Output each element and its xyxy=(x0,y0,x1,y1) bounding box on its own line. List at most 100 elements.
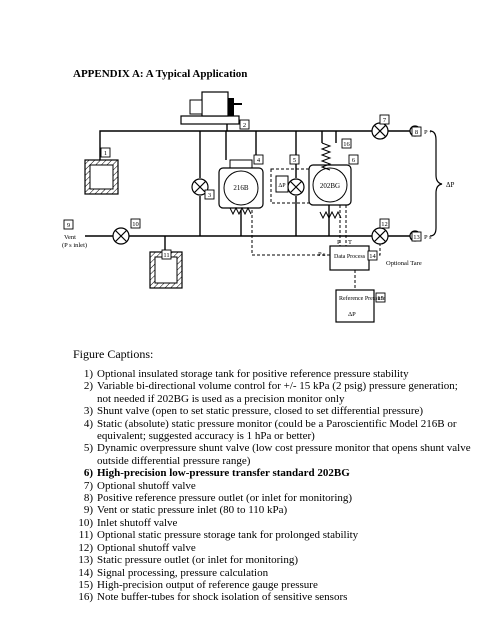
caption-text: Note buffer-tubes for shock isolation of… xyxy=(97,591,348,604)
marker-15 xyxy=(375,292,386,303)
caption-number: 8) xyxy=(83,492,93,505)
caption-item: 16)Note buffer-tubes for shock isolation… xyxy=(73,591,473,603)
caption-item: 4) Static (absolute) static pressure moni… xyxy=(73,418,473,443)
valve-7 xyxy=(371,122,389,140)
optional-tare-label: Optional Tare xyxy=(386,260,422,267)
marker-5-label: 5 xyxy=(293,157,296,164)
caption-number: 10) xyxy=(78,516,93,529)
marker-9 xyxy=(63,219,74,230)
marker-14-label: 14 xyxy=(369,253,376,260)
caption-item: 14) Signal processing, pressure calculati… xyxy=(73,567,473,579)
marker-13-label: 13 xyxy=(413,234,420,241)
marker-15-label: 15 xyxy=(377,295,384,302)
caption-text: High-precision output of reference gauge… xyxy=(97,578,318,591)
gauge-202BG-label: 202BG xyxy=(320,182,340,190)
data-process-label: Data Process xyxy=(334,254,366,260)
vent-label-line2: (P s inlet) xyxy=(62,242,87,249)
marker-11-label: 11 xyxy=(163,252,169,259)
marker-2 xyxy=(239,119,250,130)
caption-text: Optional shutoff valve xyxy=(97,479,196,492)
caption-number: 3) xyxy=(83,405,93,418)
volume-controller xyxy=(180,91,242,125)
caption-item: 7) Optional shutoff valve xyxy=(73,480,473,492)
marker-4 xyxy=(253,154,264,165)
caption-item: 6) High-precision low-pressure transfer s… xyxy=(73,467,473,479)
marker-7-label: 7 xyxy=(383,117,387,124)
caption-text: Shunt valve (open to set static pressure… xyxy=(97,405,424,418)
captions-title: Figure Captions: xyxy=(73,347,154,361)
marker-7 xyxy=(379,114,390,125)
marker-3-label: 3 xyxy=(208,192,211,199)
gauge-216B xyxy=(218,159,264,216)
appendix-heading: APPENDIX A: A Typical Application xyxy=(73,68,247,80)
gauge-202BG xyxy=(308,142,352,220)
caption-item: 2) Variable bi-directional volume control… xyxy=(73,380,473,405)
caption-item: 8) Positive reference pressure outlet (or… xyxy=(73,492,473,504)
caption-text: Optional static pressure storage tank fo… xyxy=(97,529,359,542)
caption-number: 13) xyxy=(78,554,93,567)
p-label: P xyxy=(337,239,341,246)
p-plus-label: P + xyxy=(424,129,433,136)
caption-number: 4) xyxy=(83,417,93,430)
appendix-label: APPENDIX A xyxy=(73,68,140,80)
caption-number: 11) xyxy=(78,529,93,542)
caption-text: Variable bi-directional volume control f… xyxy=(97,380,458,405)
caption-item: 9) Vent or static pressure inlet (80 to 1… xyxy=(73,504,473,516)
marker-11 xyxy=(161,249,172,260)
caption-number: 6) xyxy=(83,467,93,480)
marker-5 xyxy=(289,154,300,165)
insulated-tank-1 xyxy=(84,159,119,195)
caption-number: 2) xyxy=(83,380,93,393)
marker-10 xyxy=(130,218,141,229)
caption-text: Optional shutoff valve xyxy=(97,541,196,554)
caption-item: 15) High-precision output of reference ga… xyxy=(73,579,473,591)
p-minus-label: P s xyxy=(424,234,432,241)
caption-number: 15) xyxy=(78,578,93,591)
marker-1-label: 1 xyxy=(104,150,107,157)
marker-6 xyxy=(348,154,359,165)
marker-4-label: 4 xyxy=(257,157,261,164)
caption-text: Optional insulated storage tank for posi… xyxy=(97,368,409,380)
reference-pressure-box xyxy=(335,289,375,323)
appendix-title: : A Typical Application xyxy=(139,68,248,80)
caption-text: Vent or static pressure inlet (80 to 110… xyxy=(97,504,288,517)
gauge-216B-label: 216B xyxy=(233,184,249,192)
caption-item: 3) Shunt valve (open to set static pressu… xyxy=(73,405,473,417)
marker-16-label: 16 xyxy=(343,141,350,148)
valve-12 xyxy=(371,227,389,245)
valve-10 xyxy=(112,227,130,245)
marker-8-label: 8 xyxy=(415,129,418,136)
marker-9-label: 9 xyxy=(67,222,70,229)
vent-label-line1: Vent xyxy=(64,234,76,241)
marker-6-label: 6 xyxy=(352,157,356,164)
marker-13 xyxy=(411,231,422,242)
caption-number: 12) xyxy=(78,541,93,554)
caption-text: Positive reference pressure outlet (or i… xyxy=(97,492,353,505)
captions-list: 1) Optional insulated storage tank for po… xyxy=(73,368,473,604)
valve-5 xyxy=(287,178,305,196)
caption-number: 14) xyxy=(78,566,93,579)
marker-12 xyxy=(379,218,390,229)
reference-pressure-label: Reference Pressure xyxy=(339,295,385,302)
valve-3 xyxy=(191,178,209,196)
marker-12-label: 12 xyxy=(381,221,388,228)
caption-item: 5)Dynamic overpressure shunt valve (low … xyxy=(73,442,473,467)
caption-text: Static (absolute) static pressure monito… xyxy=(97,417,457,443)
marker-2-label: 2 xyxy=(243,122,246,129)
caption-text: Static pressure outlet (or inlet for mon… xyxy=(97,554,299,567)
caption-text: Signal processing, pressure calculation xyxy=(97,566,269,579)
caption-number: 9) xyxy=(83,504,93,517)
valve-symbols xyxy=(112,122,389,245)
caption-number: 7) xyxy=(83,479,93,492)
caption-number: 1) xyxy=(83,368,93,380)
caption-text: Inlet shutoff valve xyxy=(97,516,178,529)
shunt-dp-label: ΔP xyxy=(278,183,286,189)
caption-item: 11) Optional static pressure storage tank… xyxy=(73,529,473,541)
marker-16 xyxy=(341,138,352,149)
marker-8 xyxy=(411,126,422,137)
marker-3 xyxy=(204,189,215,200)
caption-item: 12) Optional shutoff valve xyxy=(73,542,473,554)
delta-p-brace xyxy=(429,130,443,237)
data-process-box xyxy=(329,245,370,271)
caption-text: High-precision low-pressure transfer sta… xyxy=(97,467,350,480)
